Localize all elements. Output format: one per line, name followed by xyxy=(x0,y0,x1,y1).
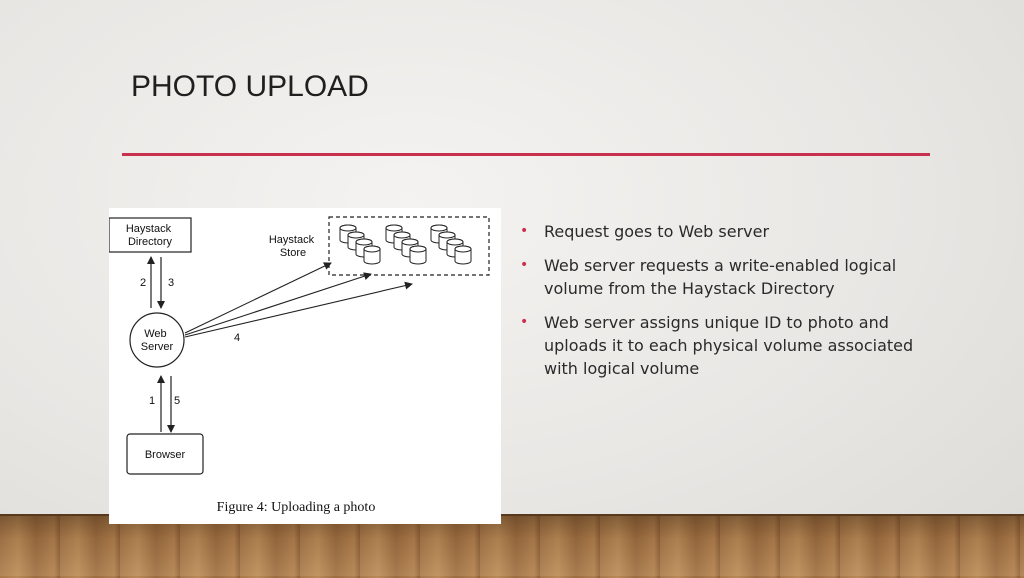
bullet-item: • Web server assigns unique ID to photo a… xyxy=(520,311,920,380)
web-server-line-1: Web xyxy=(144,328,166,340)
edge-label-3: 3 xyxy=(168,277,174,289)
bullet-dot-icon: • xyxy=(520,223,529,239)
bullet-dot-icon: • xyxy=(520,257,529,273)
haystack-directory-box xyxy=(109,217,192,253)
arrow-4b xyxy=(184,272,372,336)
upload-diagram-figure: Haystack Directory 2 3 Web Server 1 5 Br… xyxy=(109,208,501,524)
directory-line-1: Haystack xyxy=(126,223,172,235)
bullet-text: Web server assigns unique ID to photo an… xyxy=(544,313,914,378)
store-volume-group-1 xyxy=(339,224,381,265)
store-volume-group-2 xyxy=(385,224,427,265)
edge-label-4: 4 xyxy=(234,332,240,344)
upload-diagram: Haystack Directory 2 3 Web Server 1 5 Br… xyxy=(109,216,490,515)
floor-shading xyxy=(0,514,1024,576)
store-line-1: Haystack xyxy=(269,234,315,246)
directory-line-2: Directory xyxy=(128,236,173,248)
haystack-directory-label: Haystack Directory xyxy=(126,223,174,248)
bullet-text: Request goes to Web server xyxy=(544,222,770,241)
edge-label-2: 2 xyxy=(140,277,146,289)
web-server-line-2: Server xyxy=(141,341,174,353)
bullet-item: • Web server requests a write-enabled log… xyxy=(520,254,920,300)
title-divider xyxy=(122,153,930,156)
bullet-text: Web server requests a write-enabled logi… xyxy=(544,256,897,298)
store-volume-group-3 xyxy=(430,224,472,265)
browser-box xyxy=(126,433,204,475)
web-server-label: Web Server xyxy=(141,328,174,353)
browser-label: Browser xyxy=(145,449,186,461)
slide-title: PHOTO UPLOAD xyxy=(131,70,369,103)
edge-label-5: 5 xyxy=(174,395,180,407)
edge-label-1: 1 xyxy=(149,395,155,407)
arrow-4a xyxy=(184,262,332,334)
store-line-2: Store xyxy=(280,247,306,259)
bullet-item: • Request goes to Web server xyxy=(520,220,920,243)
wood-floor-background xyxy=(0,514,1024,578)
bullet-list: • Request goes to Web server • Web server … xyxy=(520,220,920,391)
haystack-store-box xyxy=(328,216,490,276)
arrow-4c xyxy=(184,281,413,338)
web-server-node xyxy=(129,312,185,368)
bullet-dot-icon: • xyxy=(520,314,529,330)
haystack-store-label: Haystack Store xyxy=(269,234,317,259)
figure-caption: Figure 4: Uploading a photo xyxy=(217,500,376,515)
